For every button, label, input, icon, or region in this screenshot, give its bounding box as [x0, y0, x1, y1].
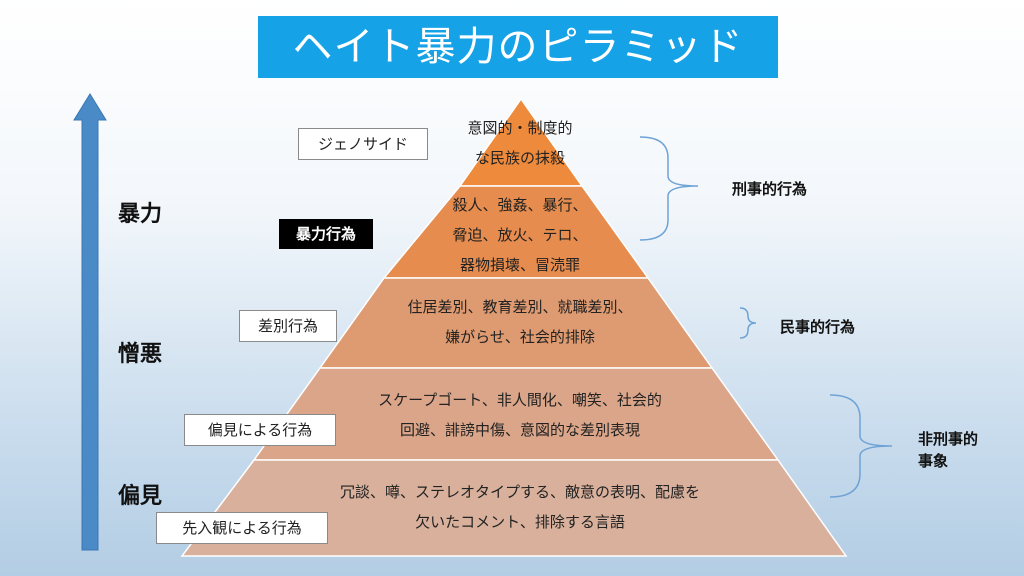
- label-non-criminal: 非刑事的 事象: [918, 430, 979, 470]
- level-violence: 暴力: [118, 202, 163, 227]
- label-civil: 民事的行為: [780, 318, 856, 336]
- tag-genocide: ジェノサイド: [298, 128, 428, 160]
- page-title: ヘイト暴力のピラミッド: [258, 16, 778, 78]
- tier-1-text: 意図的・制度的な民族の抹殺: [467, 119, 573, 167]
- tag-violent-acts: 暴力行為: [279, 219, 373, 249]
- tier-4-text: スケープゴート、非人間化、嘲笑、社会的回避、誹謗中傷、意図的な差別表現: [378, 391, 662, 439]
- brace-criminal-icon: [639, 136, 699, 241]
- brace-civil-icon: [739, 307, 757, 339]
- tier-5-text: 冗談、噂、ステレオタイプする、敵意の表明、配慮を欠いたコメント、排除する言語: [339, 483, 700, 531]
- up-arrow-icon: [73, 93, 107, 551]
- brace-non-criminal-icon: [829, 394, 893, 498]
- tag-prejudice-acts: 偏見による行為: [184, 414, 336, 446]
- label-criminal: 刑事的行為: [732, 180, 808, 198]
- tier-3-text: 住居差別、教育差別、就職差別、嫌がらせ、社会的排除: [407, 298, 633, 346]
- tag-discrimination: 差別行為: [239, 310, 337, 342]
- tag-preconception-acts: 先入観による行為: [156, 512, 328, 544]
- level-prejudice: 偏見: [118, 484, 163, 509]
- tier-2-text: 殺人、強姦、暴行、脅迫、放火、テロ、器物損壊、冒涜罪: [452, 196, 588, 274]
- arrow-shape: [73, 93, 107, 551]
- level-hatred: 憎悪: [118, 342, 163, 367]
